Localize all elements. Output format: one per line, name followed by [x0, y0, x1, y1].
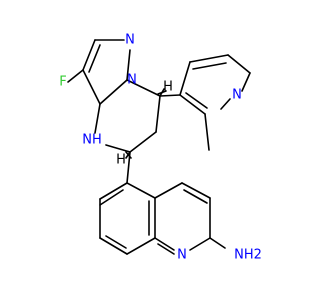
bond — [99, 189, 124, 206]
bond — [126, 237, 156, 255]
bond — [209, 237, 226, 249]
bond — [99, 79, 128, 105]
bond — [189, 54, 229, 63]
bond — [157, 243, 175, 255]
bond — [227, 54, 251, 74]
stereo-hash-c7 — [157, 88, 167, 97]
structure-diagram: F N N NH N N NH2 H H — [59, 33, 262, 263]
quinoline-n-label: N — [177, 248, 187, 263]
bond — [126, 49, 131, 81]
bond — [241, 72, 251, 92]
hash-line — [125, 151, 132, 159]
pyrazole-ring — [67, 39, 131, 105]
stereo-h-c7-label: H — [163, 80, 173, 95]
bond — [105, 235, 127, 249]
stereo-hash-c5 — [125, 151, 132, 159]
bond — [154, 182, 183, 199]
bond — [179, 61, 191, 96]
pyridine-n-label: N — [232, 88, 242, 103]
bond — [82, 39, 96, 71]
bond — [155, 95, 161, 133]
bond — [220, 98, 231, 110]
bond — [192, 62, 227, 70]
pyrazole-n1-label: N — [125, 33, 135, 48]
fluorine-label: F — [59, 75, 66, 90]
bond — [189, 237, 211, 251]
hash-line — [157, 90, 167, 95]
bond — [154, 237, 175, 251]
bond — [126, 79, 161, 97]
bond — [181, 182, 211, 199]
bond — [159, 94, 181, 97]
bond — [99, 237, 128, 255]
pyridine-ring — [159, 54, 251, 151]
amino-nh2-label: NH2 — [234, 248, 262, 263]
bond — [99, 182, 128, 200]
pyrimidine-ring — [94, 79, 161, 153]
bond — [126, 182, 156, 199]
bond — [82, 69, 101, 105]
bond — [94, 103, 101, 134]
molecule-canvas: F N N NH N N NH2 H H — [59, 32, 262, 263]
amine-nh-label: NH — [82, 133, 102, 148]
bond — [105, 144, 131, 153]
bond — [183, 189, 208, 204]
bond — [185, 92, 208, 109]
bond — [67, 69, 84, 83]
stereo-h-c5-label: H — [116, 153, 126, 168]
bond — [204, 113, 210, 151]
pyrazole-n2-label: N — [127, 73, 137, 88]
bond — [88, 44, 101, 73]
bond — [129, 131, 157, 153]
bond — [179, 94, 206, 115]
